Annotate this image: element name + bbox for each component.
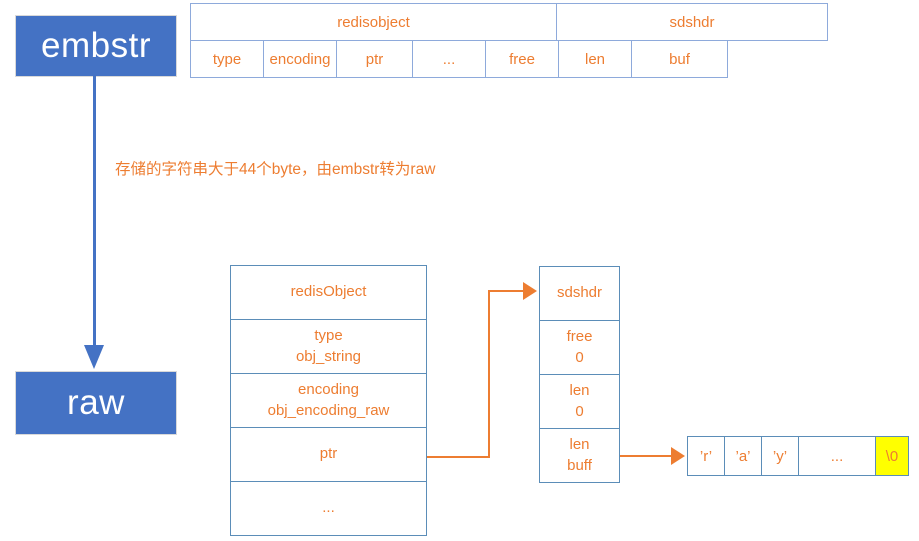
- transition-caption: 存储的字符串大于44个byte，由embstr转为raw: [115, 161, 436, 178]
- char-cell-null-terminator: \0: [875, 436, 909, 476]
- redis-object-row-type-line1: type: [314, 327, 343, 345]
- redis-object-row-title-line1: redisObject: [290, 283, 367, 301]
- transition-arrow-head: [84, 345, 104, 369]
- sdshdr-row-buff-line1: len: [569, 436, 590, 454]
- redis-object-row-ellipsis: ...: [230, 481, 427, 536]
- sdshdr-row-len-line2: 0: [575, 402, 584, 420]
- redis-object-row-encoding: encoding obj_encoding_raw: [230, 373, 427, 428]
- sdshdr-row-buff: len buff: [539, 428, 620, 483]
- top-table-field-encoding: encoding: [263, 40, 337, 78]
- top-table-field-ellipsis: ...: [412, 40, 486, 78]
- redis-object-struct: redisObject type obj_string encoding obj…: [230, 265, 427, 536]
- redis-object-row-ellipsis-line1: ...: [322, 499, 335, 517]
- char-cell-ellipsis: ...: [798, 436, 876, 476]
- state-box-embstr: embstr: [15, 15, 177, 77]
- top-table-header-sdshdr: sdshdr: [556, 3, 828, 41]
- char-cell-y: ’y’: [761, 436, 799, 476]
- top-struct-table: redisobject sdshdr type encoding ptr ...…: [190, 3, 828, 79]
- sdshdr-row-buff-line2: buff: [567, 456, 592, 474]
- redis-object-row-ptr: ptr: [230, 427, 427, 482]
- char-cell-r: ’r’: [687, 436, 725, 476]
- redis-object-row-encoding-line2: obj_encoding_raw: [267, 401, 390, 419]
- redis-object-row-type-line2: obj_string: [295, 347, 362, 365]
- sdshdr-struct: sdshdr free 0 len 0 len buff: [539, 266, 620, 483]
- sdshdr-row-free-line1: free: [566, 328, 593, 346]
- ptr-connector-arrowhead: [523, 282, 537, 300]
- ptr-connector-segment-vertical: [488, 290, 490, 458]
- redis-object-row-ptr-line1: ptr: [319, 445, 338, 463]
- ptr-connector-segment-horizontal-lower: [427, 456, 490, 458]
- top-table-field-buf: buf: [631, 40, 728, 78]
- transition-arrow-line: [93, 75, 96, 347]
- redis-object-row-type: type obj_string: [230, 319, 427, 374]
- sdshdr-row-len-line1: len: [569, 382, 590, 400]
- sdshdr-row-len: len 0: [539, 374, 620, 429]
- top-table-field-ptr: ptr: [336, 40, 413, 78]
- top-table-field-len: len: [558, 40, 632, 78]
- top-table-field-type: type: [190, 40, 264, 78]
- sdshdr-row-title-line1: sdshdr: [556, 284, 603, 302]
- char-cell-a: ’a’: [724, 436, 762, 476]
- sdshdr-row-free: free 0: [539, 320, 620, 375]
- redis-object-row-encoding-line1: encoding: [298, 381, 359, 399]
- buff-connector-segment: [620, 455, 672, 457]
- buff-connector-arrowhead: [671, 447, 685, 465]
- char-buffer: ’r’ ’a’ ’y’ ... \0: [687, 436, 909, 476]
- state-box-raw: raw: [15, 371, 177, 435]
- ptr-connector-segment-horizontal-upper: [488, 290, 523, 292]
- top-table-header-redisobject: redisobject: [190, 3, 557, 41]
- sdshdr-row-free-line2: 0: [575, 348, 584, 366]
- sdshdr-row-title: sdshdr: [539, 266, 620, 321]
- top-table-field-free: free: [485, 40, 559, 78]
- redis-object-row-title: redisObject: [230, 265, 427, 320]
